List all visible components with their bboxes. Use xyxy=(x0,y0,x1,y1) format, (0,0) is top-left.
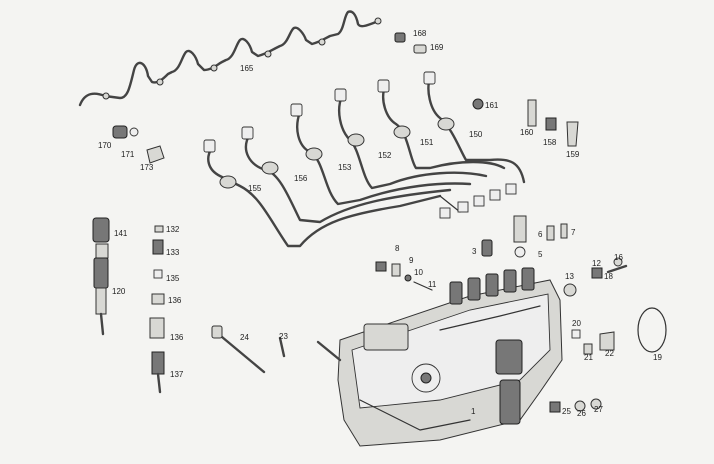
part-labels: 1 3 5 6 7 8 9 10 11 12 13 16 18 19 20 21… xyxy=(98,29,662,418)
parts-12-18 xyxy=(563,257,628,297)
label-170: 170 xyxy=(98,141,112,150)
small-parts-132-137 xyxy=(149,225,165,394)
parts-25-27 xyxy=(549,398,602,413)
fittings-170-173 xyxy=(112,125,165,164)
label-132: 132 xyxy=(166,225,180,234)
label-160: 160 xyxy=(520,128,534,137)
label-27: 27 xyxy=(594,405,603,414)
label-8: 8 xyxy=(395,244,400,253)
label-151: 151 xyxy=(420,138,434,147)
injection-pump-body xyxy=(316,267,563,447)
label-165: 165 xyxy=(240,64,254,73)
label-6: 6 xyxy=(538,230,543,239)
label-136a: 136 xyxy=(168,296,182,305)
label-11: 11 xyxy=(428,280,437,289)
label-141: 141 xyxy=(114,229,128,238)
label-19: 19 xyxy=(653,353,662,362)
label-120: 120 xyxy=(112,287,126,296)
label-20: 20 xyxy=(572,319,581,328)
label-168: 168 xyxy=(413,29,427,38)
label-21: 21 xyxy=(584,353,593,362)
parts-19-22 xyxy=(571,307,667,355)
injector-nozzle-120-141 xyxy=(92,217,110,336)
label-3: 3 xyxy=(472,247,477,256)
label-155: 155 xyxy=(248,184,262,193)
label-158: 158 xyxy=(543,138,557,147)
label-22: 22 xyxy=(605,349,614,358)
label-1: 1 xyxy=(471,407,476,416)
label-133: 133 xyxy=(166,248,180,257)
label-23: 23 xyxy=(279,332,288,341)
label-137: 137 xyxy=(170,370,184,379)
label-24: 24 xyxy=(240,333,249,342)
label-161: 161 xyxy=(485,101,499,110)
label-9: 9 xyxy=(409,256,414,265)
label-171: 171 xyxy=(121,150,135,159)
label-25: 25 xyxy=(562,407,571,416)
label-7: 7 xyxy=(571,228,576,237)
label-26: 26 xyxy=(577,409,586,418)
label-156: 156 xyxy=(294,174,308,183)
label-16: 16 xyxy=(614,253,623,262)
label-173: 173 xyxy=(140,163,154,172)
label-169: 169 xyxy=(430,43,444,52)
label-135: 135 xyxy=(166,274,180,283)
delivery-valves-3-7 xyxy=(481,215,568,258)
label-13: 13 xyxy=(565,272,574,281)
label-153: 153 xyxy=(338,163,352,172)
label-10: 10 xyxy=(414,268,423,277)
label-136b: 136 xyxy=(170,333,184,342)
fittings-168-169 xyxy=(394,32,427,54)
label-12: 12 xyxy=(592,259,601,268)
injection-line-165 xyxy=(78,10,382,107)
label-159: 159 xyxy=(566,150,580,159)
injection-lines-150-155 xyxy=(203,71,526,248)
clamps-156-161 xyxy=(472,98,579,147)
label-5: 5 xyxy=(538,250,543,259)
label-18: 18 xyxy=(604,272,613,281)
small-parts-8-11 xyxy=(375,261,433,291)
lever-24 xyxy=(211,325,286,374)
label-150: 150 xyxy=(469,130,483,139)
label-152: 152 xyxy=(378,151,392,160)
